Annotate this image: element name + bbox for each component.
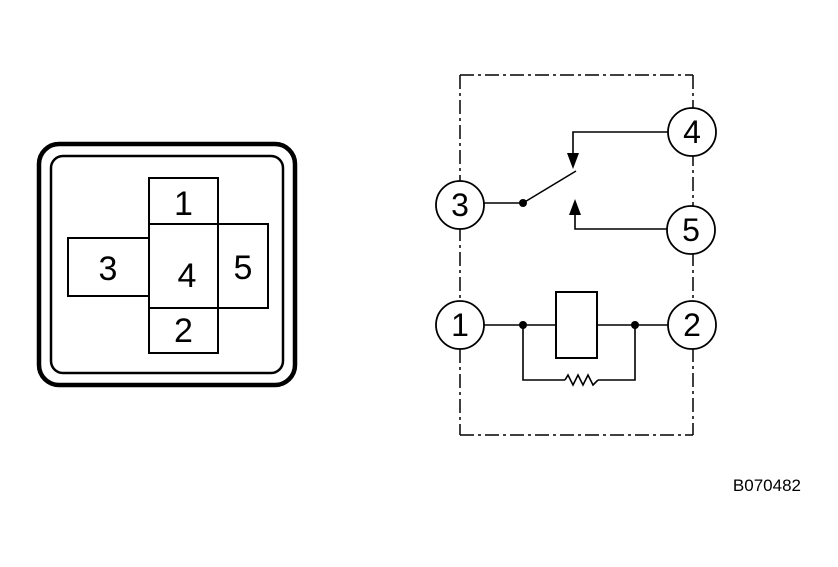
contact-4-arrow	[567, 153, 579, 169]
coil-junction-left	[519, 321, 527, 329]
resistor-left-lead	[522, 325, 565, 381]
terminal-2-label: 2	[683, 307, 701, 343]
pin-1-label: 1	[174, 185, 193, 223]
contact-5-arrow	[569, 199, 581, 215]
pin-2-label: 2	[174, 312, 193, 350]
pin-5-label: 5	[234, 249, 253, 287]
connector-inner-frame	[49, 154, 285, 375]
relay-connector-face: 1 3 4 5 2	[36, 141, 298, 388]
terminal-4: 4	[667, 107, 717, 157]
relay-enclosure	[459, 74, 694, 436]
terminal-5-label: 5	[682, 212, 700, 248]
resistor-symbol	[564, 373, 599, 387]
terminal-3: 3	[435, 180, 485, 230]
switch-pivot-dot	[519, 199, 527, 207]
pin-2-box	[148, 307, 219, 354]
terminal-3-label: 3	[451, 187, 469, 223]
relay-schematic: 3 4 5 1 2	[435, 74, 717, 436]
terminal-4-circle	[667, 107, 717, 157]
switch-contact-arm	[522, 170, 577, 204]
relay-coil	[555, 291, 598, 359]
coil-junction-right	[631, 321, 639, 329]
switch-circuit	[483, 131, 669, 230]
terminal-3-circle	[435, 180, 485, 230]
terminal-1-circle	[435, 300, 485, 350]
terminal-4-label: 4	[683, 114, 701, 150]
connector-outer-frame	[36, 141, 298, 388]
pin-3-label: 3	[99, 250, 118, 288]
figure-code: B070482	[733, 476, 801, 495]
terminal-1: 1	[435, 300, 485, 350]
terminal-5-circle	[666, 205, 716, 255]
terminal-2: 2	[667, 300, 717, 350]
pin-4-label: 4	[178, 257, 197, 295]
resistor-right-lead	[598, 325, 636, 381]
wire-contact-5	[574, 214, 668, 230]
terminal-1-label: 1	[451, 307, 469, 343]
terminal-2-circle	[667, 300, 717, 350]
wire-contact-4	[572, 131, 669, 155]
terminal-5: 5	[666, 205, 716, 255]
